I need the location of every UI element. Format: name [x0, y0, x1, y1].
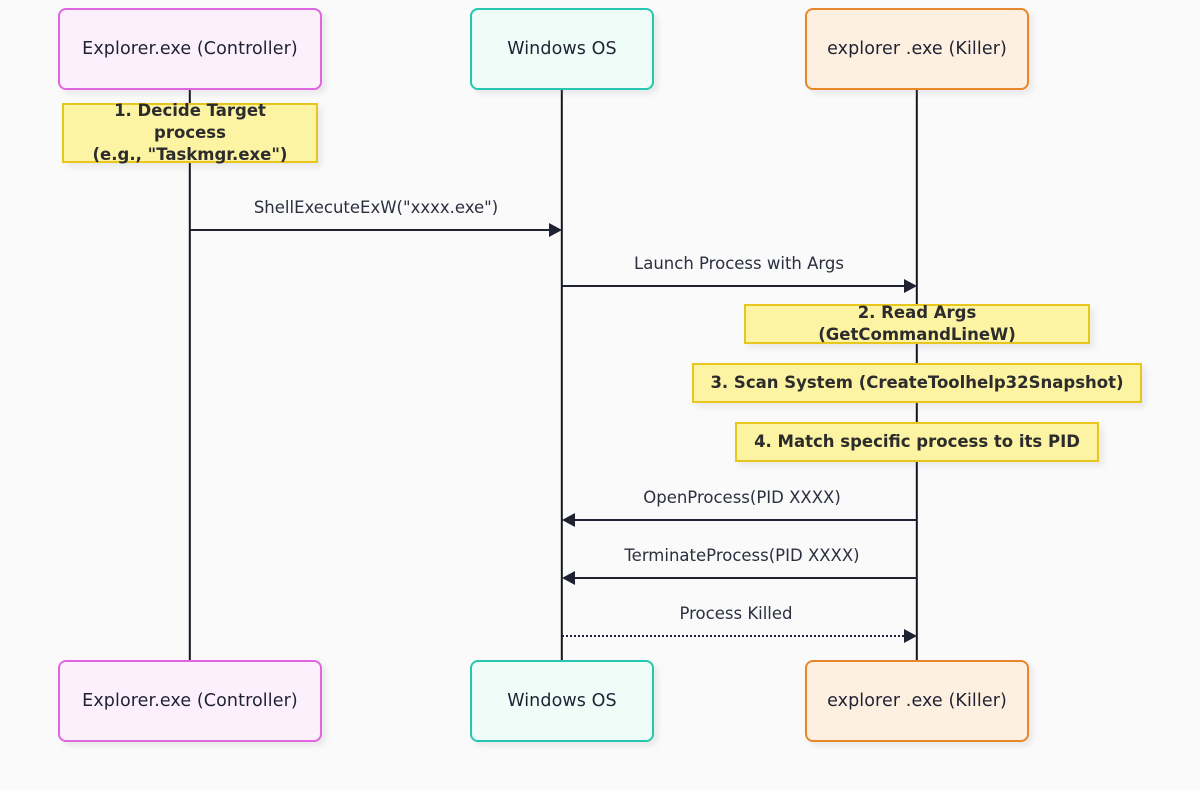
note-decide-target-process: 1. Decide Target process (e.g., "Taskmgr…	[62, 101, 318, 164]
message-line-terminateprocess	[575, 577, 917, 580]
participant-header-killer[interactable]: explorer .exe (Killer)	[805, 8, 1029, 90]
lifeline-windows	[560, 90, 564, 660]
message-line-process-killed	[562, 635, 904, 637]
participant-label-windows-bottom: Windows OS	[507, 691, 617, 711]
participant-header-windows[interactable]: Windows OS	[470, 8, 654, 90]
note-read-args: 2. Read Args (GetCommandLineW)	[744, 303, 1090, 344]
message-line-shellexecuteexw	[190, 229, 549, 232]
message-label-openprocess: OpenProcess(PID XXXX)	[643, 488, 841, 507]
message-arrowhead-process-killed	[904, 629, 917, 643]
participant-header-controller[interactable]: Explorer.exe (Controller)	[58, 8, 322, 90]
note-label-1: 1. Decide Target process (e.g., "Taskmgr…	[92, 101, 288, 164]
message-label-launch-process: Launch Process with Args	[634, 254, 844, 273]
participant-label-killer: explorer .exe (Killer)	[827, 39, 1007, 59]
participant-footer-controller[interactable]: Explorer.exe (Controller)	[58, 660, 322, 742]
note-label-3: 3. Scan System (CreateToolhelp32Snapshot…	[710, 373, 1124, 393]
message-arrowhead-openprocess	[562, 513, 575, 527]
lifeline-controller	[188, 90, 192, 660]
message-label-process-killed: Process Killed	[679, 604, 793, 623]
message-arrowhead-terminateprocess	[562, 571, 575, 585]
message-label-shellexecuteexw: ShellExecuteExW("xxxx.exe")	[253, 198, 499, 217]
note-label-4: 4. Match specific process to its PID	[754, 432, 1080, 452]
message-arrowhead-launch-process	[904, 279, 917, 293]
message-line-openprocess	[575, 519, 917, 522]
note-label-2: 2. Read Args (GetCommandLineW)	[818, 303, 1016, 344]
message-label-terminateprocess: TerminateProcess(PID XXXX)	[624, 546, 860, 565]
note-scan-system: 3. Scan System (CreateToolhelp32Snapshot…	[692, 363, 1142, 403]
message-line-launch-process	[562, 285, 904, 288]
participant-label-controller-bottom: Explorer.exe (Controller)	[82, 691, 298, 711]
participant-label-windows: Windows OS	[507, 39, 617, 59]
participant-footer-windows[interactable]: Windows OS	[470, 660, 654, 742]
message-arrowhead-shellexecuteexw	[549, 223, 562, 237]
participant-footer-killer[interactable]: explorer .exe (Killer)	[805, 660, 1029, 742]
participant-label-controller: Explorer.exe (Controller)	[82, 39, 298, 59]
participant-label-killer-bottom: explorer .exe (Killer)	[827, 691, 1007, 711]
note-match-pid: 4. Match specific process to its PID	[735, 422, 1099, 462]
